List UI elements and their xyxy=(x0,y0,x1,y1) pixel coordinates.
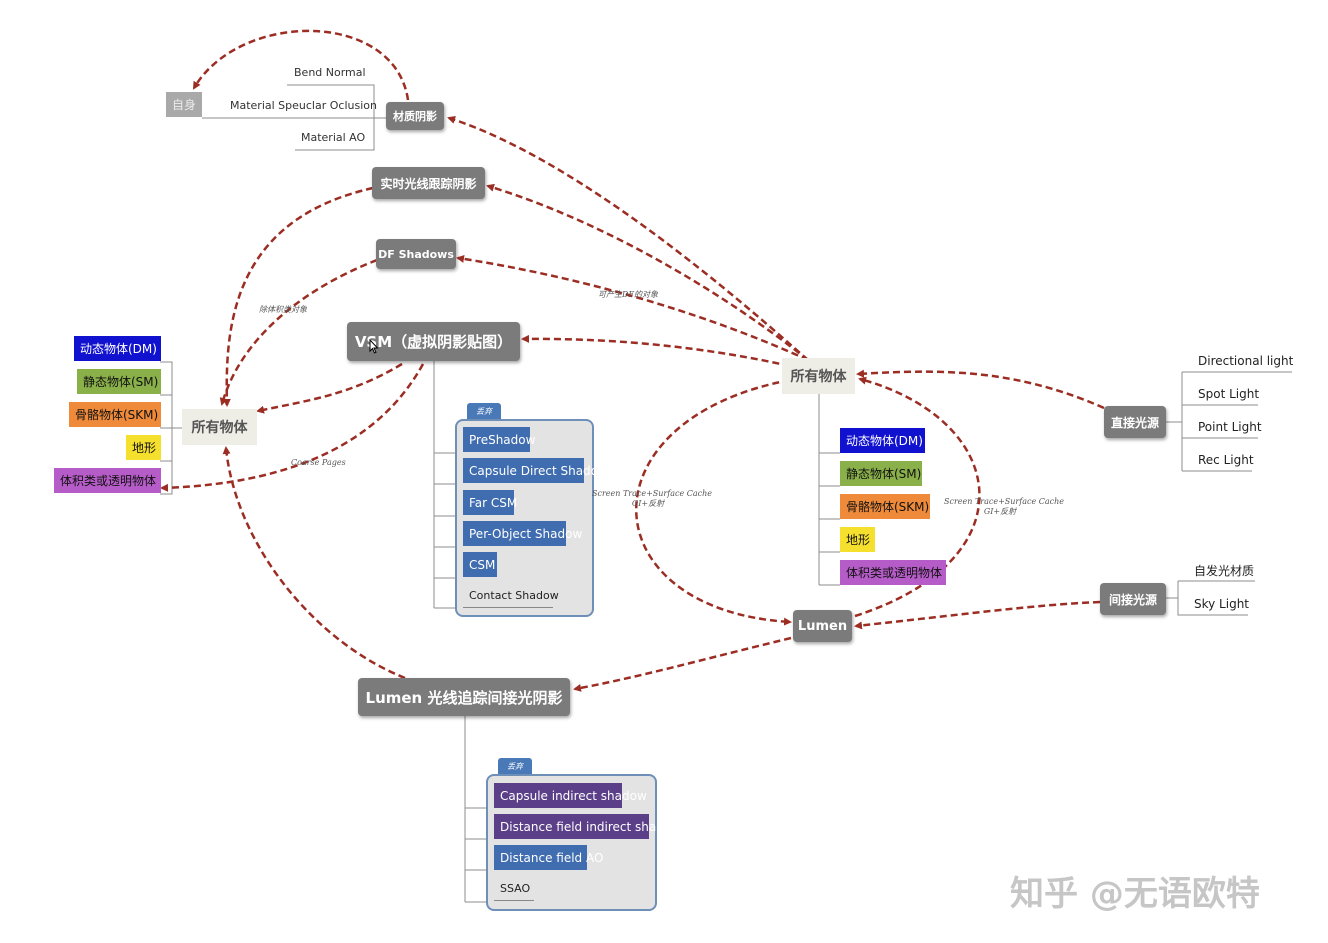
vsm-item-per-object: Per-Object Shadow xyxy=(463,521,582,546)
note-screen-trace-right-line1: Screen Trace+Surface Cache xyxy=(944,497,1064,506)
all-objects-left[interactable]: 所有物体 xyxy=(182,409,257,445)
point-light-label: Point Light xyxy=(1198,420,1262,434)
right-type-dm: 动态物体(DM) xyxy=(840,428,925,453)
directional-light-label: Directional light xyxy=(1198,354,1294,368)
vsm-item-preshadow: PreShadow xyxy=(463,427,535,452)
left-type-dm: 动态物体(DM) xyxy=(74,336,161,361)
vsm-item-contact-shadow: Contact Shadow xyxy=(463,584,559,608)
rec-light-label: Rec Light xyxy=(1198,453,1254,467)
vsm-item-capsule-direct: Capsule Direct Shadow xyxy=(463,458,608,483)
vsm-item-csm: CSM xyxy=(463,552,497,577)
note-screen-trace-right: Screen Trace+Surface Cache GI+反射 xyxy=(944,497,1064,517)
emissive-material-label: 自发光材质 xyxy=(1194,563,1255,578)
lumen-rt-indirect-shadow-node[interactable]: Lumen 光线追踪间接光阴影 xyxy=(358,678,570,716)
material-shadow-node[interactable]: 材质阴影 xyxy=(386,102,444,130)
vsm-node[interactable]: VSM（虚拟阴影贴图） xyxy=(347,322,520,361)
note-screen-trace-right-line2: GI+反射 xyxy=(983,507,1017,516)
note-screen-trace-left-line1: Screen Trace+Surface Cache xyxy=(592,489,712,498)
material-ao-label: Material AO xyxy=(301,131,366,144)
right-type-skm: 骨骼物体(SKM) xyxy=(840,494,930,519)
left-type-terrain: 地形 xyxy=(126,435,161,460)
lumen-item-df-indirect: Distance field indirect shadow xyxy=(494,814,681,839)
self-node: 自身 xyxy=(166,92,202,117)
lumen-item-ssao: SSAO xyxy=(494,877,534,901)
note-screen-trace-left-line2: GI+反射 xyxy=(631,499,665,508)
lumen-discard-badge: 丢弃 xyxy=(498,758,532,774)
right-type-volume: 体积类或透明物体 xyxy=(840,560,946,585)
right-type-terrain: 地形 xyxy=(840,527,875,552)
material-specular-occlusion-label: Material Speuclar Oclusion xyxy=(230,99,377,112)
note-exclude-volume: 除体积类对象 xyxy=(259,305,307,314)
mouse-cursor-icon xyxy=(369,339,379,354)
df-shadows-node[interactable]: DF Shadows xyxy=(376,239,456,269)
raytraced-shadow-node[interactable]: 实时光线跟踪阴影 xyxy=(372,167,485,199)
all-objects-right[interactable]: 所有物体 xyxy=(782,358,855,394)
spot-light-label: Spot Light xyxy=(1198,387,1260,401)
lumen-item-capsule-indirect: Capsule indirect shadow xyxy=(494,783,647,808)
left-type-sm: 静态物体(SM) xyxy=(77,369,161,394)
sky-light-label: Sky Light xyxy=(1194,597,1250,611)
bend-normal-label: Bend Normal xyxy=(294,66,366,79)
direct-light-node[interactable]: 直接光源 xyxy=(1104,406,1166,438)
vsm-item-far-csm: Far CSM xyxy=(463,490,517,515)
left-type-skm: 骨骼物体(SKM) xyxy=(69,402,161,427)
watermark: 知乎 @无语欧特 xyxy=(1010,874,1260,914)
left-type-volume: 体积类或透明物体 xyxy=(54,468,161,493)
vsm-discard-frame xyxy=(455,419,594,617)
note-df-capable: 可产生DF的对象 xyxy=(598,290,658,299)
indirect-light-node[interactable]: 间接光源 xyxy=(1100,583,1166,615)
vsm-discard-badge: 丢弃 xyxy=(467,403,501,419)
right-type-sm: 静态物体(SM) xyxy=(840,461,922,486)
note-coarse-pages: Coarse Pages xyxy=(291,458,346,467)
lumen-node[interactable]: Lumen xyxy=(793,610,852,642)
note-screen-trace-left: Screen Trace+Surface Cache GI+反射 xyxy=(592,489,712,509)
lumen-item-df-ao: Distance field AO xyxy=(494,845,603,870)
